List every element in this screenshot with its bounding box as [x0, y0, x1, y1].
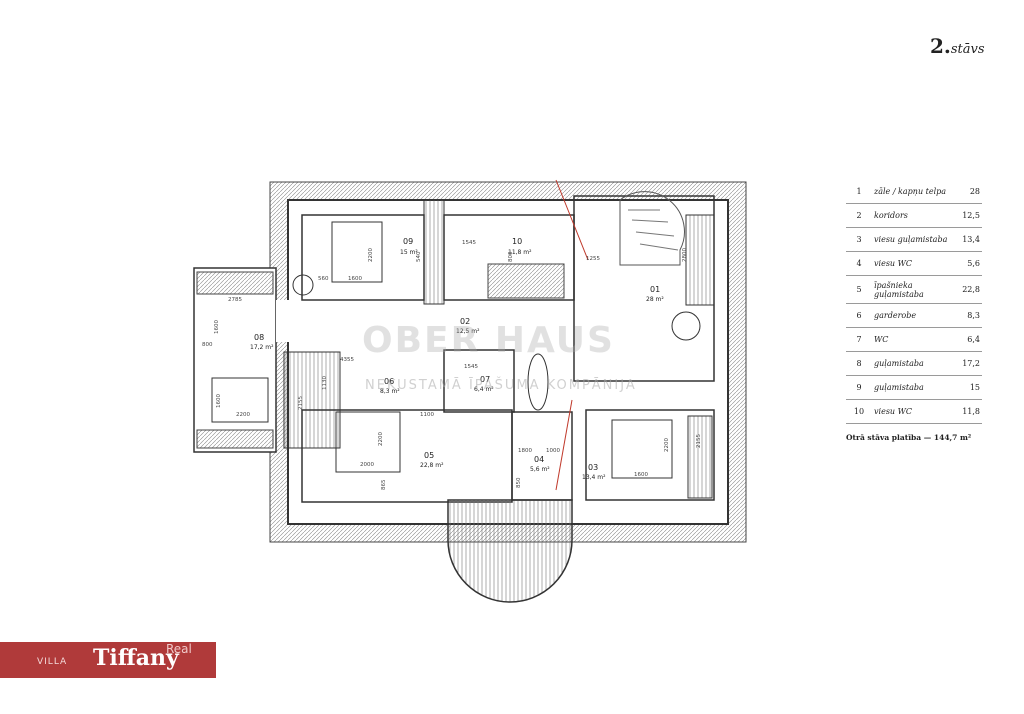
dim-2785: 2785 — [228, 297, 242, 303]
plan-label-05: 05 — [424, 451, 434, 460]
dim-2200-c: 2200 — [378, 432, 384, 446]
plan-label-08: 08 — [254, 333, 264, 342]
dim-540: 540 — [416, 251, 422, 262]
dim-1600: 1600 — [348, 276, 362, 282]
plan-label-01: 01 — [650, 285, 660, 294]
dim-2000: 2000 — [360, 462, 374, 468]
floor-word: stāvs — [950, 42, 985, 57]
plan-label-05-area: 22,8 m² — [420, 462, 444, 469]
dim-1600-b: 1600 — [214, 320, 220, 334]
dim-2155-b: 2155 — [696, 434, 702, 448]
plan-label-04: 04 — [534, 455, 544, 464]
floor-title: 2.stāvs — [930, 34, 985, 58]
plan-label-01-area: 28 m² — [646, 296, 664, 303]
plan-label-07: 07 — [480, 375, 490, 384]
plan-label-03: 03 — [588, 463, 598, 472]
dim-2155: 2155 — [298, 396, 304, 410]
dim-1545-b: 1545 — [464, 364, 478, 370]
dim-1600-d: 1600 — [634, 472, 648, 478]
plan-label-06-area: 8,3 m² — [380, 388, 400, 395]
villa-tiffany-logo: VILLA Tiffany Real — [0, 642, 216, 678]
dim-1255: 1255 — [586, 256, 600, 262]
watermark-subtitle: NEKUSTAMĀ ĪPAŠUMA KOMPĀNIJA — [365, 378, 637, 393]
dim-2800: 2800 — [682, 248, 688, 262]
total-area: Otrā stāva platība — 144,7 m² — [846, 433, 972, 442]
logo-real-text: Real — [166, 642, 192, 656]
dim-1100: 1100 — [420, 412, 434, 418]
dim-1130: 1130 — [322, 376, 328, 390]
dim-1800: 1800 — [518, 448, 532, 454]
dim-1000: 1000 — [546, 448, 560, 454]
plan-label-10: 10 — [512, 237, 522, 246]
dim-2200: 2200 — [368, 248, 374, 262]
dim-2200-b: 2200 — [236, 412, 250, 418]
plan-label-09: 09 — [403, 237, 413, 246]
floor-number: 2. — [930, 34, 951, 58]
dim-1545: 1545 — [462, 240, 476, 246]
plan-label-03-area: 13,4 m² — [582, 474, 606, 481]
dim-800: 800 — [508, 251, 514, 262]
plan-label-02-area: 12,5 m² — [456, 328, 480, 335]
plan-label-04-area: 5,6 m² — [530, 466, 550, 473]
plan-label-07-area: 6,4 m² — [474, 386, 494, 393]
watermark-logo: OBER HAUS — [362, 320, 615, 361]
dim-800-b: 800 — [202, 342, 213, 348]
plan-label-06: 06 — [384, 377, 394, 386]
plan-label-08-area: 17,2 m² — [250, 344, 274, 351]
dim-1600-c: 1600 — [216, 394, 222, 408]
plan-label-09-area: 15 m² — [400, 249, 418, 256]
dim-4355: 4355 — [340, 357, 354, 363]
dim-2200-d: 2200 — [664, 438, 670, 452]
logo-villa-text: VILLA — [37, 657, 68, 667]
logo-name-text: Tiffany — [93, 645, 179, 671]
dim-850: 850 — [516, 477, 522, 488]
plan-label-10-area: 11,8 m² — [508, 249, 532, 256]
plan-label-02: 02 — [460, 317, 470, 326]
dim-865: 865 — [381, 479, 387, 490]
dim-560: 560 — [318, 276, 329, 282]
